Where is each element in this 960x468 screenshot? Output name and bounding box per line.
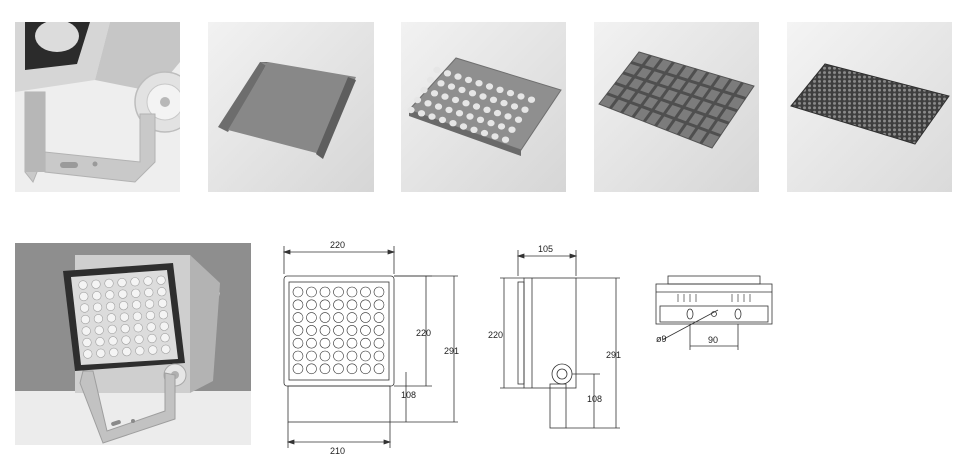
dim-width-bottom: 210 <box>330 446 345 456</box>
dim-hole-diameter: ø9 <box>656 334 667 344</box>
side-view-drawing: 105 220 291 108 <box>488 242 638 437</box>
dim-side-height-total: 291 <box>606 350 621 360</box>
dim-depth: 105 <box>538 244 553 254</box>
dim-side-bracket-drop: 108 <box>587 394 602 404</box>
honeycomb-louver-photo <box>787 22 952 192</box>
dim-width-top: 220 <box>330 240 345 250</box>
bracket-closeup-photo <box>15 22 180 192</box>
dim-height-inner: 220 <box>416 328 431 338</box>
floodlight-render <box>15 243 251 445</box>
bottom-view-drawing: ø9 90 <box>648 270 780 355</box>
dim-hole-spacing: 90 <box>708 335 718 345</box>
front-view-drawing: 220 210 220 291 108 <box>272 236 477 458</box>
grid-louver-photo <box>594 22 759 192</box>
dim-side-height-inner: 220 <box>488 330 503 340</box>
dim-height-total: 291 <box>444 346 459 356</box>
dim-bracket-drop: 108 <box>401 390 416 400</box>
perforated-louver-photo <box>401 22 566 192</box>
glare-shield-photo <box>208 22 374 192</box>
